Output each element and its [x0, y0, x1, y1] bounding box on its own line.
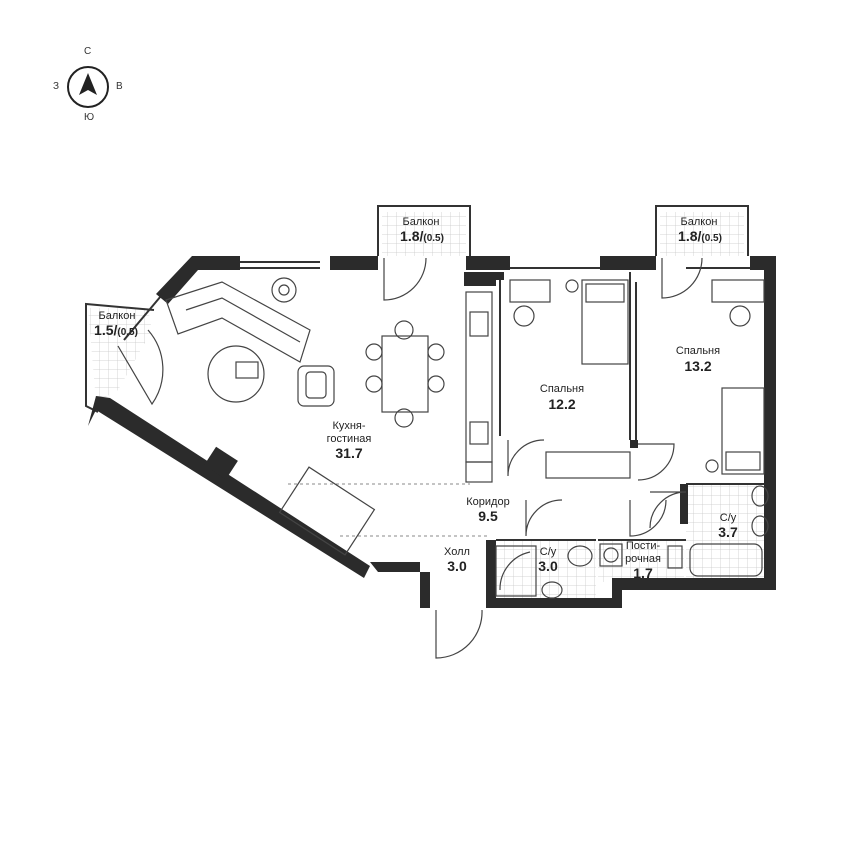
compass-west-label: З: [53, 81, 60, 92]
balcony-right-name: Балкон: [680, 216, 718, 228]
zone-dividers: [288, 483, 490, 537]
balcony-left-name: Балкон: [98, 310, 136, 322]
balcony-mid-name: Балкон: [402, 216, 440, 228]
bedroom1-name: Спальня: [539, 383, 585, 395]
bedroom2-area: 13.2: [684, 358, 712, 374]
bedroom2-name: Спальня: [675, 345, 721, 357]
compass-north-label: С: [84, 46, 92, 57]
exterior-walls: [88, 256, 776, 608]
bath2-area: 3.7: [718, 524, 738, 540]
bath1-area: 3.0: [538, 558, 558, 574]
balcony-right-area: 1.8/(0.5): [678, 228, 722, 244]
balcony-mid-area: 1.8/(0.5): [400, 228, 444, 244]
bedroom1-area: 12.2: [548, 396, 576, 412]
kitchen-living-area: 31.7: [335, 445, 363, 461]
compass-icon: [67, 66, 109, 108]
compass-east-label: В: [116, 81, 123, 92]
hall-name: Холл: [444, 546, 470, 558]
laundry-area: 1.7: [633, 565, 653, 581]
furniture: [165, 277, 769, 599]
bath2-name: С/у: [719, 512, 737, 524]
kitchen-living-name-2: гостиная: [326, 433, 372, 445]
kitchen-living-name-1: Кухня-: [332, 420, 366, 432]
balcony-left-area: 1.5/(0.5): [94, 322, 138, 338]
bath1-name: С/у: [539, 546, 557, 558]
laundry-name-1: Пости-: [625, 540, 661, 552]
corridor-area: 9.5: [478, 508, 498, 524]
corridor-name: Коридор: [466, 496, 510, 508]
thin-walls: [85, 205, 770, 541]
compass-south-label: Ю: [84, 112, 95, 123]
doors: [117, 257, 703, 659]
hall-area: 3.0: [447, 558, 467, 574]
laundry-name-2: рочная: [625, 553, 661, 565]
tiled-floors: [88, 212, 770, 602]
